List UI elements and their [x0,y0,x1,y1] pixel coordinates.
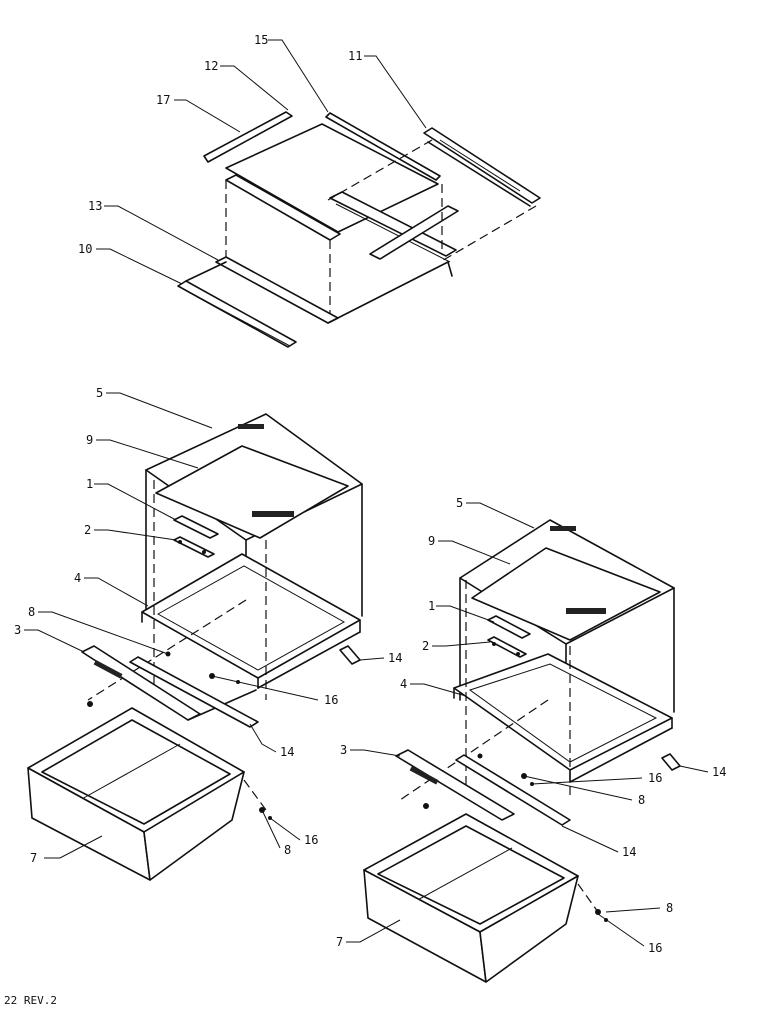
lower-rail-part-14-right [455,754,571,826]
callout-left-14a: 14 [388,651,402,665]
callout-right-5: 5 [456,496,463,510]
side-rail-part-14-right [661,753,681,771]
label-plate-left-inner [252,511,294,517]
callout-right-8b: 8 [666,901,673,915]
callout-right-1: 1 [428,599,435,613]
callout-top-10: 10 [78,242,92,256]
leader-lines [24,39,709,947]
rear-trim-part-15 [325,112,441,181]
callout-top-13: 13 [88,199,102,213]
glass-shelf-part-12 [225,123,439,233]
callout-left-16: 16 [324,693,338,707]
callout-left-16b: 16 [304,833,318,847]
callout-right-4: 4 [400,677,407,691]
callout-left-2: 2 [84,523,91,537]
left-crisper-assembly [27,413,363,881]
callout-right-14a: 14 [712,765,726,779]
front-rail-part-3-right [395,749,515,821]
slide-part-1-right [487,615,531,639]
rear-rail-part-11 [423,127,541,207]
right-crisper-assembly [363,519,681,983]
callout-right-2: 2 [422,639,429,653]
bottom-pan-part-10 [177,261,297,348]
callout-left-8b: 8 [284,843,291,857]
callout-right-8: 8 [638,793,645,807]
callout-left-14b: 14 [280,745,294,759]
callout-labels: 15 11 12 17 13 10 5 9 1 2 4 8 3 14 16 14… [14,33,726,955]
crisper-drawer-part-7-right [363,813,579,983]
label-plate-right-top [550,526,576,531]
crisper-cover-right [459,519,675,713]
callout-left-7: 7 [30,851,37,865]
revision-label: 22 REV.2 [4,994,57,1007]
callout-left-1: 1 [86,477,93,491]
callout-top-12: 12 [204,59,218,73]
crisper-drawer-part-7-left [27,707,245,881]
callout-left-4: 4 [74,571,81,585]
divider-strip [225,174,341,241]
callout-top-15: 15 [254,33,268,47]
callout-left-9: 9 [86,433,93,447]
lower-rail-part-14-left [129,656,259,728]
callout-right-16b: 16 [648,941,662,955]
callout-left-3: 3 [14,623,21,637]
callout-right-14b: 14 [622,845,636,859]
callout-right-9: 9 [428,534,435,548]
callout-right-3: 3 [340,743,347,757]
crisper-frame-part-4-right [453,653,673,783]
callout-left-8: 8 [28,605,35,619]
label-plate-left-top [238,424,264,429]
crisper-frame-part-4-left [141,553,361,689]
label-plate-right-inner [566,608,606,614]
middle-rail [329,191,459,263]
callout-top-17: 17 [156,93,170,107]
front-frame-part-13 [215,256,453,324]
top-shelf-assembly [177,111,541,348]
crisper-cover-left [145,413,363,617]
slide-part-1-left [173,515,219,539]
callout-right-7: 7 [336,935,343,949]
callout-top-11: 11 [348,49,362,63]
side-rail-part-14-left [339,645,361,665]
slide-part-2-right [487,636,527,658]
callout-right-16: 16 [648,771,662,785]
callout-left-5: 5 [96,386,103,400]
side-trim-part-17 [203,111,293,163]
